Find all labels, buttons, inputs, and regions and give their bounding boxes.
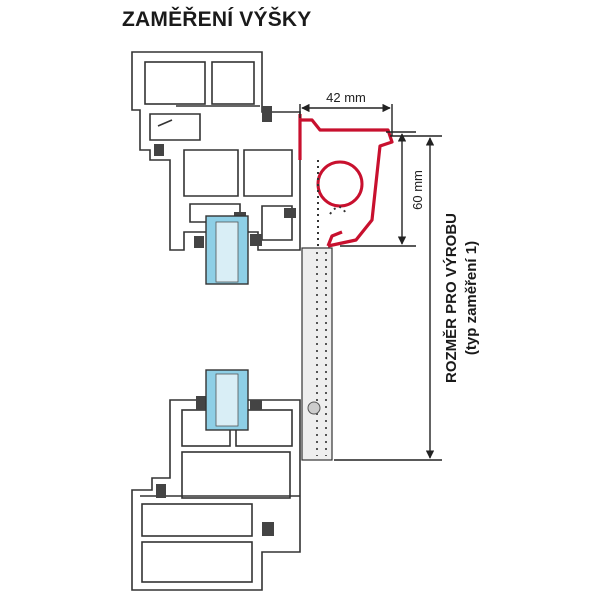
shutter-curtain <box>301 247 333 461</box>
dimension-label-width: 42 mm <box>326 90 366 105</box>
dimension-lines <box>299 103 442 461</box>
curtain-path <box>317 160 347 246</box>
upper-glass-pane <box>205 215 249 285</box>
lower-frame-profile <box>131 399 301 591</box>
dimension-label-height: 60 mm <box>410 170 425 210</box>
lower-glass-pane <box>205 369 249 431</box>
shutter-roll <box>316 160 364 208</box>
diagram-title: ZAMĚŘENÍ VÝŠKY <box>122 8 312 31</box>
lower-gaskets <box>156 396 274 536</box>
roller-box <box>298 114 394 248</box>
production-size-label: ROZMĚR PRO VÝROBU <box>442 213 460 383</box>
production-type-label: (typ zaměření 1) <box>463 241 480 355</box>
